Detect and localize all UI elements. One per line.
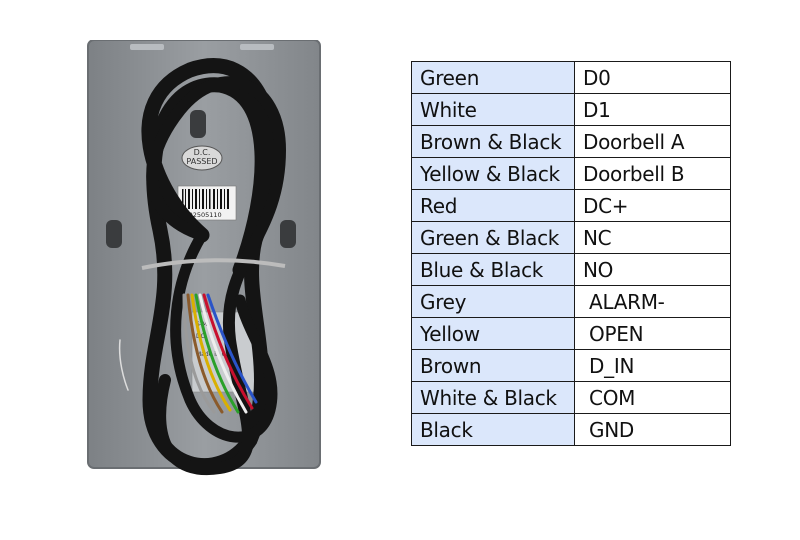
wire-color-cell: Yellow — [411, 317, 575, 350]
signal-cell: OPEN — [574, 317, 731, 350]
seal-line-2: PASSED — [186, 157, 217, 166]
wire-color-cell: Black — [411, 413, 575, 446]
signal-cell: D_IN — [574, 349, 731, 382]
signal-cell: D0 — [574, 61, 731, 94]
origin-text: Made in Ch — [196, 351, 230, 358]
signal-cell: Doorbell B — [574, 157, 731, 190]
wire-color-cell: Blue & Black — [411, 253, 575, 286]
wire-color-cell: Brown & Black — [411, 125, 575, 158]
table-row: Grey ALARM- — [411, 285, 731, 318]
qc-seal: D.C. PASSED — [181, 145, 223, 171]
access-reader-back-view: D.C. PASSED A202505110 CE&LE S-M DC Made… — [87, 39, 321, 476]
coiled-cable — [141, 58, 287, 476]
signal-cell: DC+ — [574, 189, 731, 222]
wire-color-cell: White & Black — [411, 381, 575, 414]
table-row: White & Black COM — [411, 381, 731, 414]
wire-color-cell: Yellow & Black — [411, 157, 575, 190]
table-row: Black GND — [411, 413, 731, 446]
exposed-wires — [118, 293, 258, 414]
wire-color-cell: Red — [411, 189, 575, 222]
signal-cell: GND — [574, 413, 731, 446]
cable-tie — [141, 258, 286, 270]
wire-color-cell: Brown — [411, 349, 575, 382]
table-row: Yellow OPEN — [411, 317, 731, 350]
signal-cell: Doorbell A — [574, 125, 731, 158]
wire-color-cell: Green & Black — [411, 221, 575, 254]
product-photo: D.C. PASSED A202505110 CE&LE S-M DC Made… — [80, 39, 330, 490]
table-row: Brown D_IN — [411, 349, 731, 382]
signal-cell: NC — [574, 221, 731, 254]
signal-cell: COM — [574, 381, 731, 414]
mounting-hole-right — [280, 220, 296, 248]
signal-cell: D1 — [574, 93, 731, 126]
mounting-hole-left — [106, 220, 122, 248]
serial-number: A202505110 — [180, 211, 222, 219]
clip-slot — [130, 44, 164, 50]
wire-color-cell: Grey — [411, 285, 575, 318]
wire-color-cell: Green — [411, 61, 575, 94]
seal-line-1: D.C. — [194, 148, 211, 157]
signal-cell: NO — [574, 253, 731, 286]
clip-slot — [240, 44, 274, 50]
device-body — [87, 39, 321, 469]
signal-cell: ALARM- — [574, 285, 731, 318]
mounting-hole-top — [190, 110, 206, 138]
wire-color-cell: White — [411, 93, 575, 126]
